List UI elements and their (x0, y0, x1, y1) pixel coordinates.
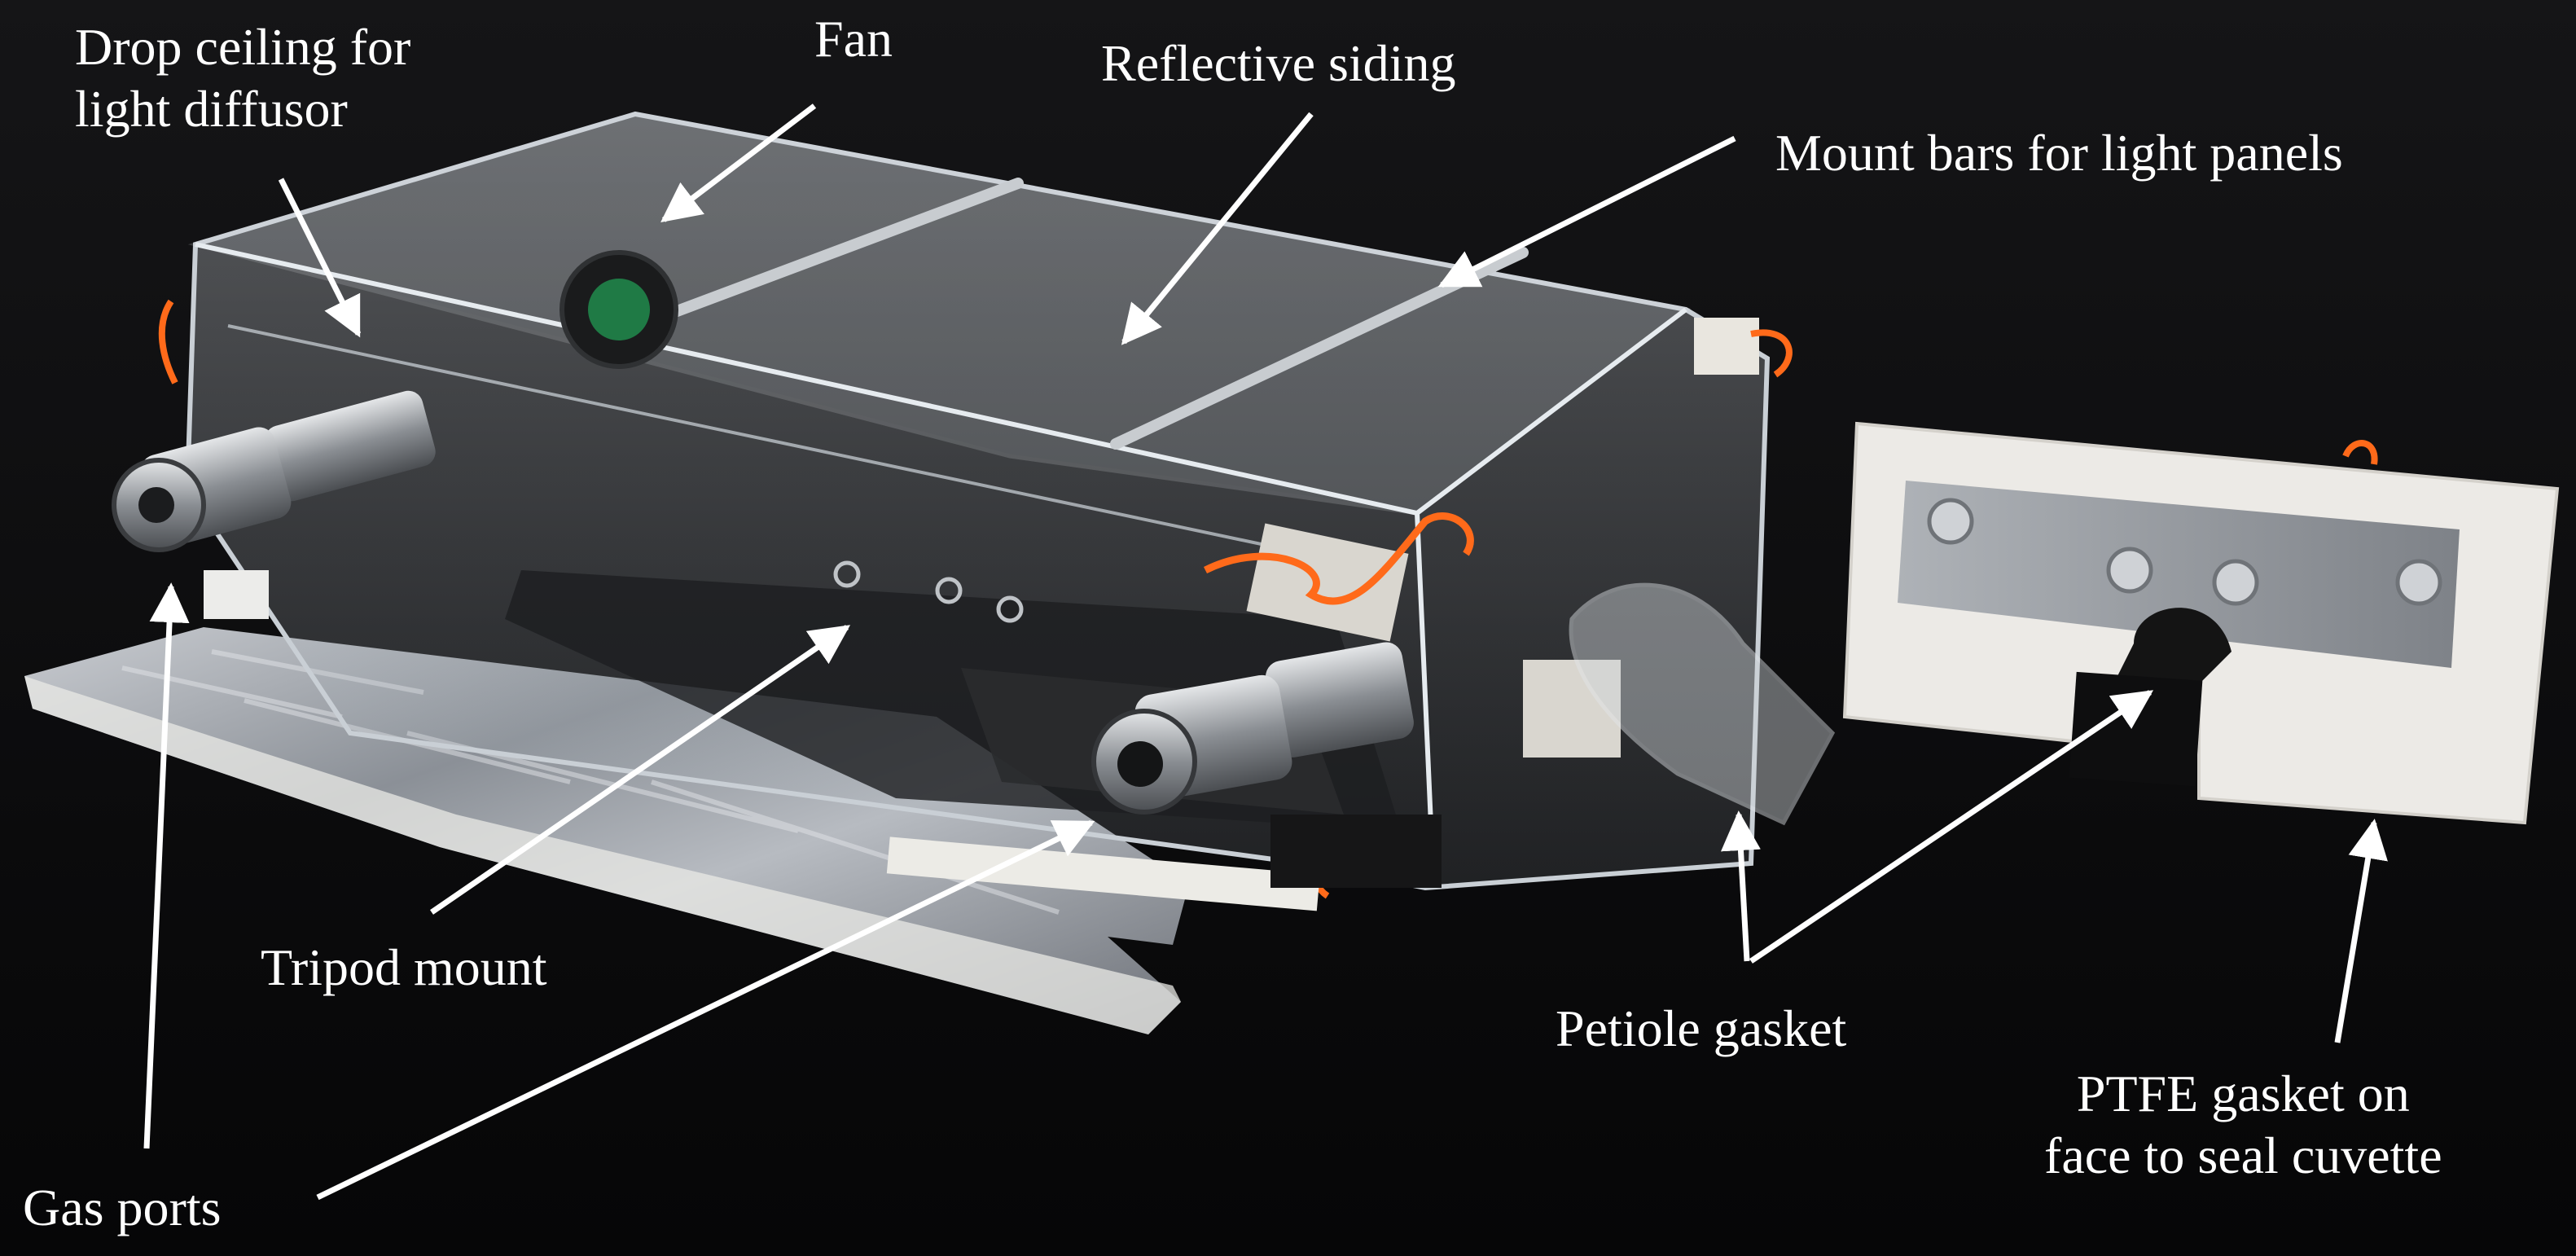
arrow-ptfe (2334, 819, 2388, 1043)
label-ptfe-gasket-line2: face to seal cuvette (2044, 1126, 2442, 1184)
label-drop-ceiling: Drop ceiling for light diffusor (75, 16, 410, 140)
label-tripod-mount-text: Tripod mount (261, 938, 547, 996)
arrow-mount-bars (1437, 135, 1736, 288)
ptfe-gasket-plate (1842, 421, 2560, 825)
petiole-gasket (1569, 582, 1836, 826)
label-petiole-gasket-text: Petiole gasket (1556, 999, 1847, 1057)
label-petiole-gasket: Petiole gasket (1556, 998, 1846, 1060)
label-mount-bars-text: Mount bars for light panels (1775, 124, 2343, 182)
label-ptfe-gasket-line1: PTFE gasket on (2076, 1065, 2410, 1122)
arrow-petiole-left (1720, 810, 1761, 962)
arrow-petiole-right (1749, 690, 2154, 964)
label-mount-bars: Mount bars for light panels (1775, 122, 2343, 184)
label-reflective-siding-text: Reflective siding (1101, 34, 1456, 92)
gas-port-left (112, 390, 436, 619)
label-tripod-mount: Tripod mount (261, 937, 547, 999)
arrow-drop-ceiling (278, 178, 362, 338)
label-ptfe-gasket: PTFE gasket on face to seal cuvette (2044, 1063, 2442, 1187)
label-fan-text: Fan (814, 10, 893, 68)
arrow-reflective-siding (1121, 112, 1314, 345)
gas-port-front (1091, 642, 1414, 815)
label-reflective-siding: Reflective siding (1101, 33, 1455, 94)
label-drop-ceiling-line1: Drop ceiling for (75, 18, 411, 76)
label-drop-ceiling-line2: light diffusor (75, 80, 348, 138)
arrow-fan (660, 103, 817, 222)
label-gas-ports-text: Gas ports (23, 1179, 222, 1236)
arrow-gas-ports-front (316, 819, 1095, 1201)
arrow-tripod-mount (430, 625, 851, 915)
annotation-arrows (143, 103, 2388, 1201)
label-fan: Fan (814, 8, 893, 70)
label-gas-ports: Gas ports (23, 1177, 222, 1239)
arrow-gas-ports-left (143, 582, 190, 1149)
